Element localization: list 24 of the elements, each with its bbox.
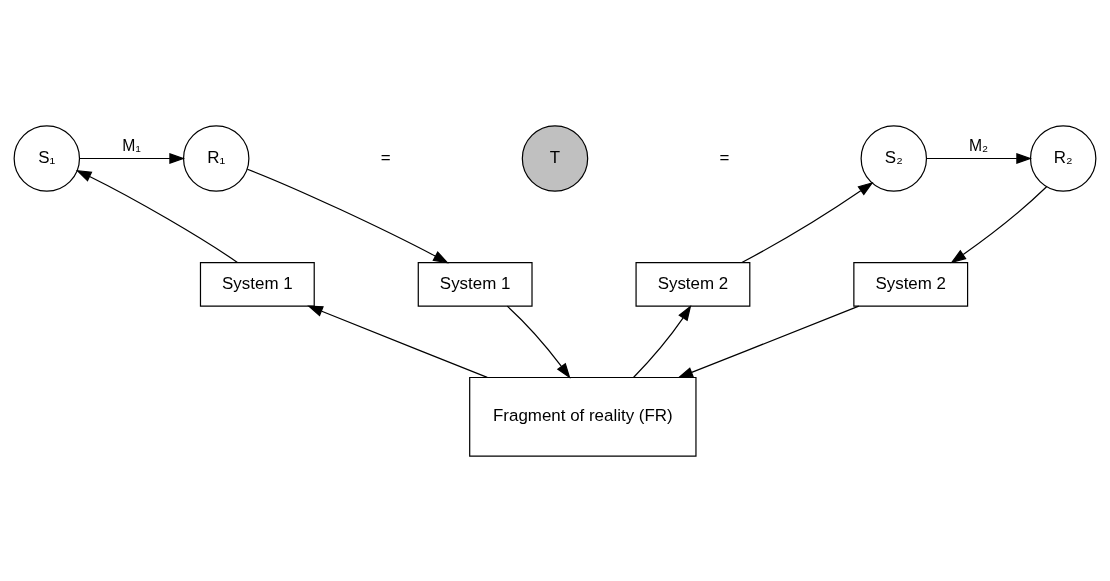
arrow [632,304,692,378]
arrow [246,168,449,263]
node-box: System 1 [199,261,315,307]
node-box: Fragment of reality (FR) [469,376,697,457]
arrow [926,152,1033,164]
node-circle: R₂ [1029,124,1097,192]
label: = [380,147,391,167]
node-box: System 2 [853,261,969,307]
arrow [741,181,874,263]
node-circle: S₁ [13,124,81,192]
node-box: System 1 [417,261,533,307]
arrow [677,305,860,378]
edge-label: M₂ [968,136,989,154]
arrow [75,169,239,263]
arrow [307,304,488,378]
arrow [950,185,1048,263]
node-circle: R₁ [182,124,250,192]
arrow [79,152,186,164]
arrow [506,305,571,379]
label: = [719,147,730,167]
node-circle: T [521,124,589,192]
node-circle: S₂ [860,124,928,192]
edge-label: M₁ [122,136,141,154]
node-box: System 2 [635,261,751,307]
